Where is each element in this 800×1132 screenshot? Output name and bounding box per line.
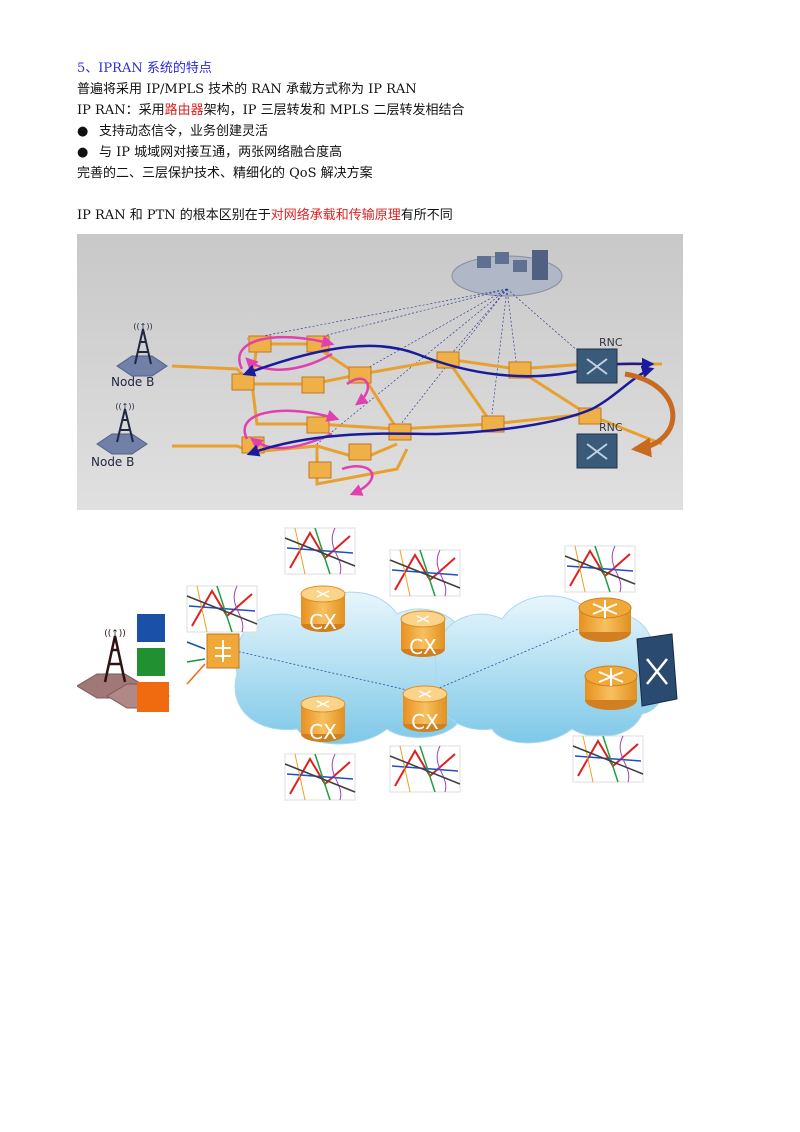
orange-service-block xyxy=(137,682,169,712)
bullet-dot-icon: ● xyxy=(77,145,89,160)
rnc-icon-2 xyxy=(576,433,618,469)
paragraph-2-pre: IP RAN：采用 xyxy=(77,103,165,118)
bullet-item-2: ● 与 IP 城域网对接互通，两张网络融合度高 xyxy=(77,142,717,163)
cx-label-2: CX xyxy=(409,635,437,659)
rnc-label-2: RNC xyxy=(599,421,623,434)
server-cluster-icon xyxy=(451,250,563,297)
ptn-links xyxy=(226,618,603,695)
paragraph-1: 普遍将采用 IP/MPLS 技术的 RAN 承载方式称为 IP RAN xyxy=(77,82,417,97)
core-router-icon-2 xyxy=(584,665,638,711)
cx-label-4: CX xyxy=(411,710,439,734)
principle-highlight: 对网络承载和传输原理 xyxy=(270,208,401,223)
rnc-box-icon xyxy=(636,633,678,707)
paragraph-4-pre: IP RAN 和 PTN 的根本区别在于 xyxy=(77,208,271,223)
bullet-text-2: 与 IP 城域网对接互通，两张网络融合度高 xyxy=(99,145,343,160)
router-highlight: 路由器 xyxy=(164,103,204,118)
node-b-tower-icon-2: ((↑)) xyxy=(96,402,148,455)
rnc-label-1: RNC xyxy=(599,336,623,349)
document-text: 5、IPRAN 系统的特点 普遍将采用 IP/MPLS 技术的 RAN 承载方式… xyxy=(77,58,717,226)
blue-service-block xyxy=(137,614,165,642)
svg-text:((↑)): ((↑)) xyxy=(133,322,152,331)
access-switch-icon xyxy=(206,633,240,669)
paragraph-3: 完善的二、三层保护技术、精细化的 QoS 解决方案 xyxy=(77,166,373,181)
paragraph-4-post: 有所不同 xyxy=(400,208,453,223)
paragraph-2-post: 架构，IP 三层转发和 MPLS 二层转发相结合 xyxy=(203,103,465,118)
core-router-icon-1 xyxy=(578,597,632,643)
green-service-block xyxy=(137,648,165,676)
right-cloud xyxy=(434,595,667,744)
section-heading: 5、IPRAN 系统的特点 xyxy=(77,61,212,76)
node-b-label-1: Node B xyxy=(111,375,154,389)
bullet-item-1: ● 支持动态信令，业务创建灵活 xyxy=(77,121,717,142)
rnc-failover-arrow xyxy=(624,371,676,458)
svg-text:((↑)): ((↑)) xyxy=(104,629,126,639)
service-lines xyxy=(186,641,206,685)
paragraph-2: IP RAN：采用路由器架构，IP 三层转发和 MPLS 二层转发相结合 xyxy=(77,100,717,121)
paragraph-4: IP RAN 和 PTN 的根本区别在于对网络承载和传输原理有所不同 xyxy=(77,205,717,226)
svg-text:((↑)): ((↑)) xyxy=(115,402,134,411)
node-b-label-2: Node B xyxy=(91,455,134,469)
bullet-dot-icon: ● xyxy=(77,124,89,139)
ptn-network-diagram: CX CX CX CX ((↑)) xyxy=(77,527,678,801)
ipran-network-diagram: RNC RNC ((↑)) Node B ((↑)) Node B xyxy=(77,234,683,510)
cx-label-3: CX xyxy=(309,720,337,744)
bullet-text-1: 支持动态信令，业务创建灵活 xyxy=(99,124,269,139)
base-station-icon: ((↑)) xyxy=(77,629,170,709)
rnc-icon-1 xyxy=(576,348,618,384)
node-b-tower-icon-1: ((↑)) xyxy=(116,322,168,377)
cx-label-1: CX xyxy=(309,610,337,634)
